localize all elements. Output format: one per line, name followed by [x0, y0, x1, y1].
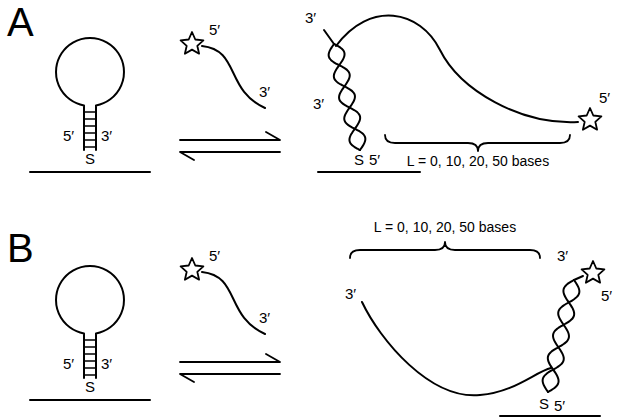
end-label: 3′: [304, 10, 317, 25]
panel-letter: B: [6, 228, 35, 268]
length-label: L = 0, 10, 20, 50 bases: [406, 154, 550, 168]
surface-line: [500, 415, 600, 417]
hairpin-strand: [56, 38, 124, 150]
thiol-label: S: [353, 152, 365, 167]
end-label: 5′: [598, 90, 611, 105]
helix-strand: [543, 280, 575, 392]
end-label: 3′: [258, 84, 271, 99]
length-brace: [350, 242, 540, 258]
target-strand: [202, 46, 265, 108]
end-label: 5′: [553, 398, 566, 413]
end-label: 3′: [100, 356, 113, 371]
end-label: 3′: [344, 286, 357, 301]
base-pairs: [84, 112, 96, 147]
end-label: 5′: [62, 356, 75, 371]
end-label: 3′: [312, 96, 325, 111]
panel-letter: A: [6, 2, 35, 42]
end-label: 5′: [208, 22, 221, 37]
end-label: 5′: [368, 152, 381, 167]
hairpin-strand: [56, 266, 124, 378]
end-label: 5′: [208, 248, 221, 263]
equilibrium-arrow: [180, 354, 280, 362]
equilibrium-arrow: [180, 374, 280, 382]
fluorophore-star: [579, 108, 602, 130]
thiol-label: S: [84, 151, 96, 166]
thiol-label: S: [538, 396, 550, 411]
equilibrium-arrow: [180, 152, 280, 160]
end-label: 3′: [556, 248, 569, 263]
end-label: 5′: [62, 128, 75, 143]
target-strand: [202, 272, 265, 334]
end-label: 3′: [258, 310, 271, 325]
length-label: L = 0, 10, 20, 50 bases: [373, 220, 517, 234]
strand-tail: [324, 30, 334, 44]
fluorophore-star: [181, 32, 204, 54]
strand-tail: [574, 276, 583, 280]
equilibrium-arrow: [180, 132, 280, 140]
target-strand: [336, 16, 578, 123]
surface-line: [318, 171, 420, 173]
fluorophore-star: [582, 261, 605, 283]
helix-strand: [329, 44, 360, 150]
length-brace: [385, 135, 570, 151]
base-pairs: [84, 340, 96, 375]
target-strand: [362, 302, 551, 395]
surface-line: [30, 399, 150, 401]
end-label: 3′: [100, 128, 113, 143]
thiol-label: S: [84, 379, 96, 394]
surface-line: [30, 171, 150, 173]
fluorophore-star: [181, 258, 204, 280]
end-label: 5′: [600, 288, 613, 303]
